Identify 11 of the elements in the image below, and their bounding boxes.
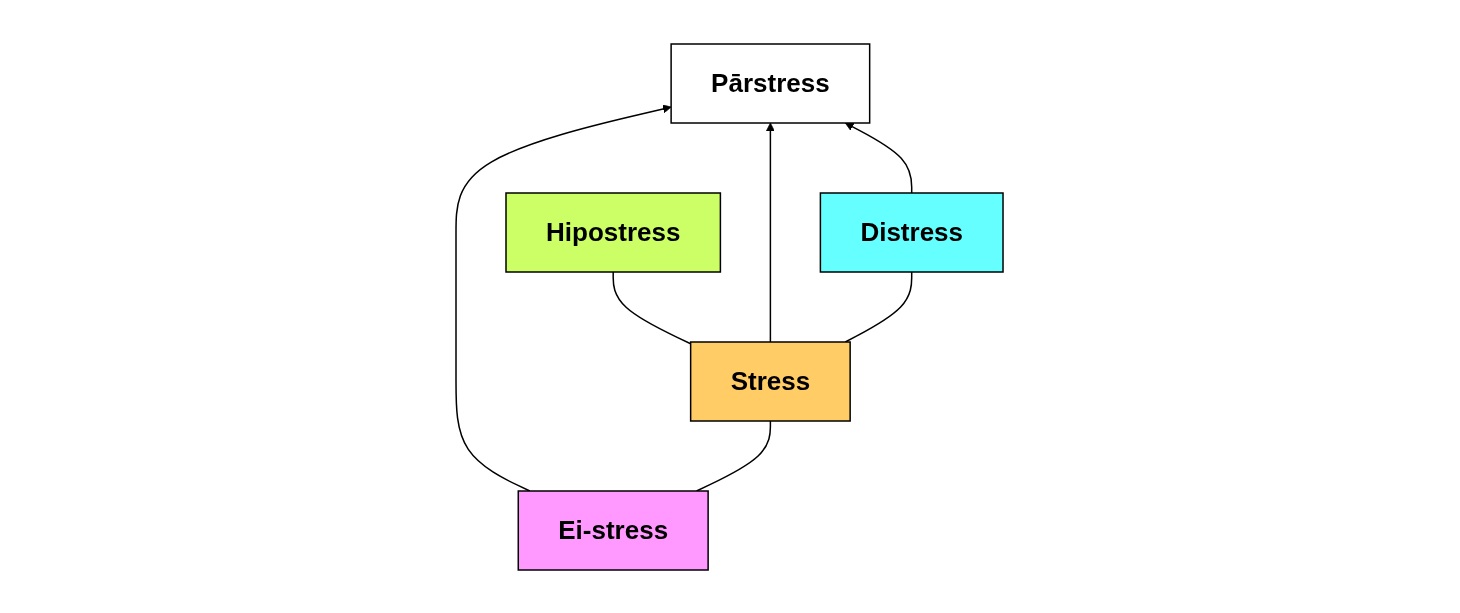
node-box: Hipostress — [505, 191, 722, 273]
arrow — [845, 122, 913, 194]
connector — [696, 419, 772, 492]
node-box: Distress — [820, 191, 1005, 273]
node-box: Ei-stress — [518, 489, 710, 571]
node-box: Pārstress — [670, 42, 871, 124]
connector — [612, 270, 692, 344]
arrow — [766, 122, 776, 343]
arrow — [455, 104, 672, 492]
node-box: Stress — [690, 340, 852, 422]
connector — [845, 270, 913, 343]
